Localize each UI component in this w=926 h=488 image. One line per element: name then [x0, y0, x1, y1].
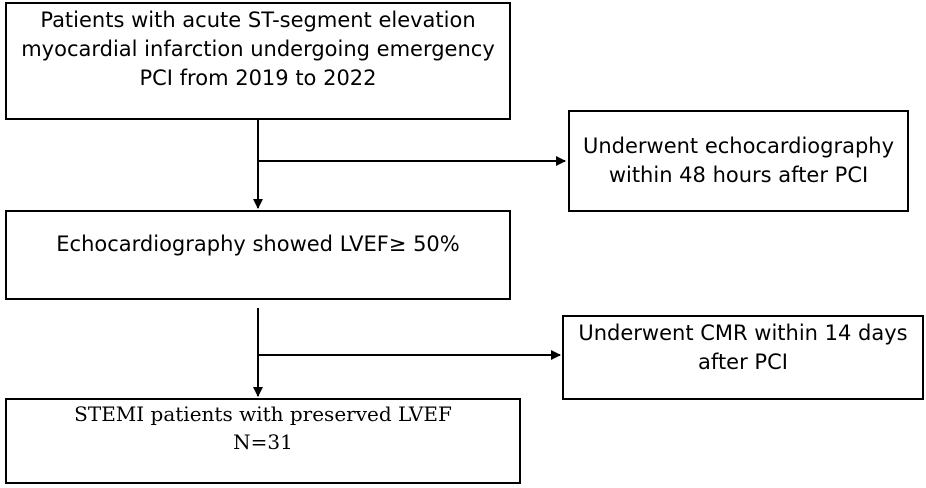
box-line: Patients with acute ST-segment elevation: [40, 8, 476, 32]
box-line: after PCI: [698, 350, 788, 374]
box-stemi-preserved-lvef: STEMI patients with preserved LVEF N=31: [5, 398, 521, 484]
box-line: within 48 hours after PCI: [608, 163, 869, 187]
box-echocardiography-48h: Underwent echocardiography within 48 hou…: [568, 110, 909, 212]
box-cmr-14-days: Underwent CMR within 14 days after PCI: [562, 315, 924, 400]
box-line: PCI from 2019 to 2022: [139, 66, 377, 90]
box-lvef-50: Echocardiography showed LVEF≥ 50%: [5, 210, 511, 300]
box-line: N=31: [233, 430, 293, 454]
box-line: Echocardiography showed LVEF≥ 50%: [56, 232, 460, 256]
box-line: STEMI patients with preserved LVEF: [74, 402, 452, 426]
box-line: Underwent echocardiography: [582, 134, 895, 158]
box-stemi-patients-pci: Patients with acute ST-segment elevation…: [5, 2, 511, 120]
box-line: myocardial infarction undergoing emergen…: [21, 37, 495, 61]
box-line: Underwent CMR within 14 days: [578, 321, 908, 345]
